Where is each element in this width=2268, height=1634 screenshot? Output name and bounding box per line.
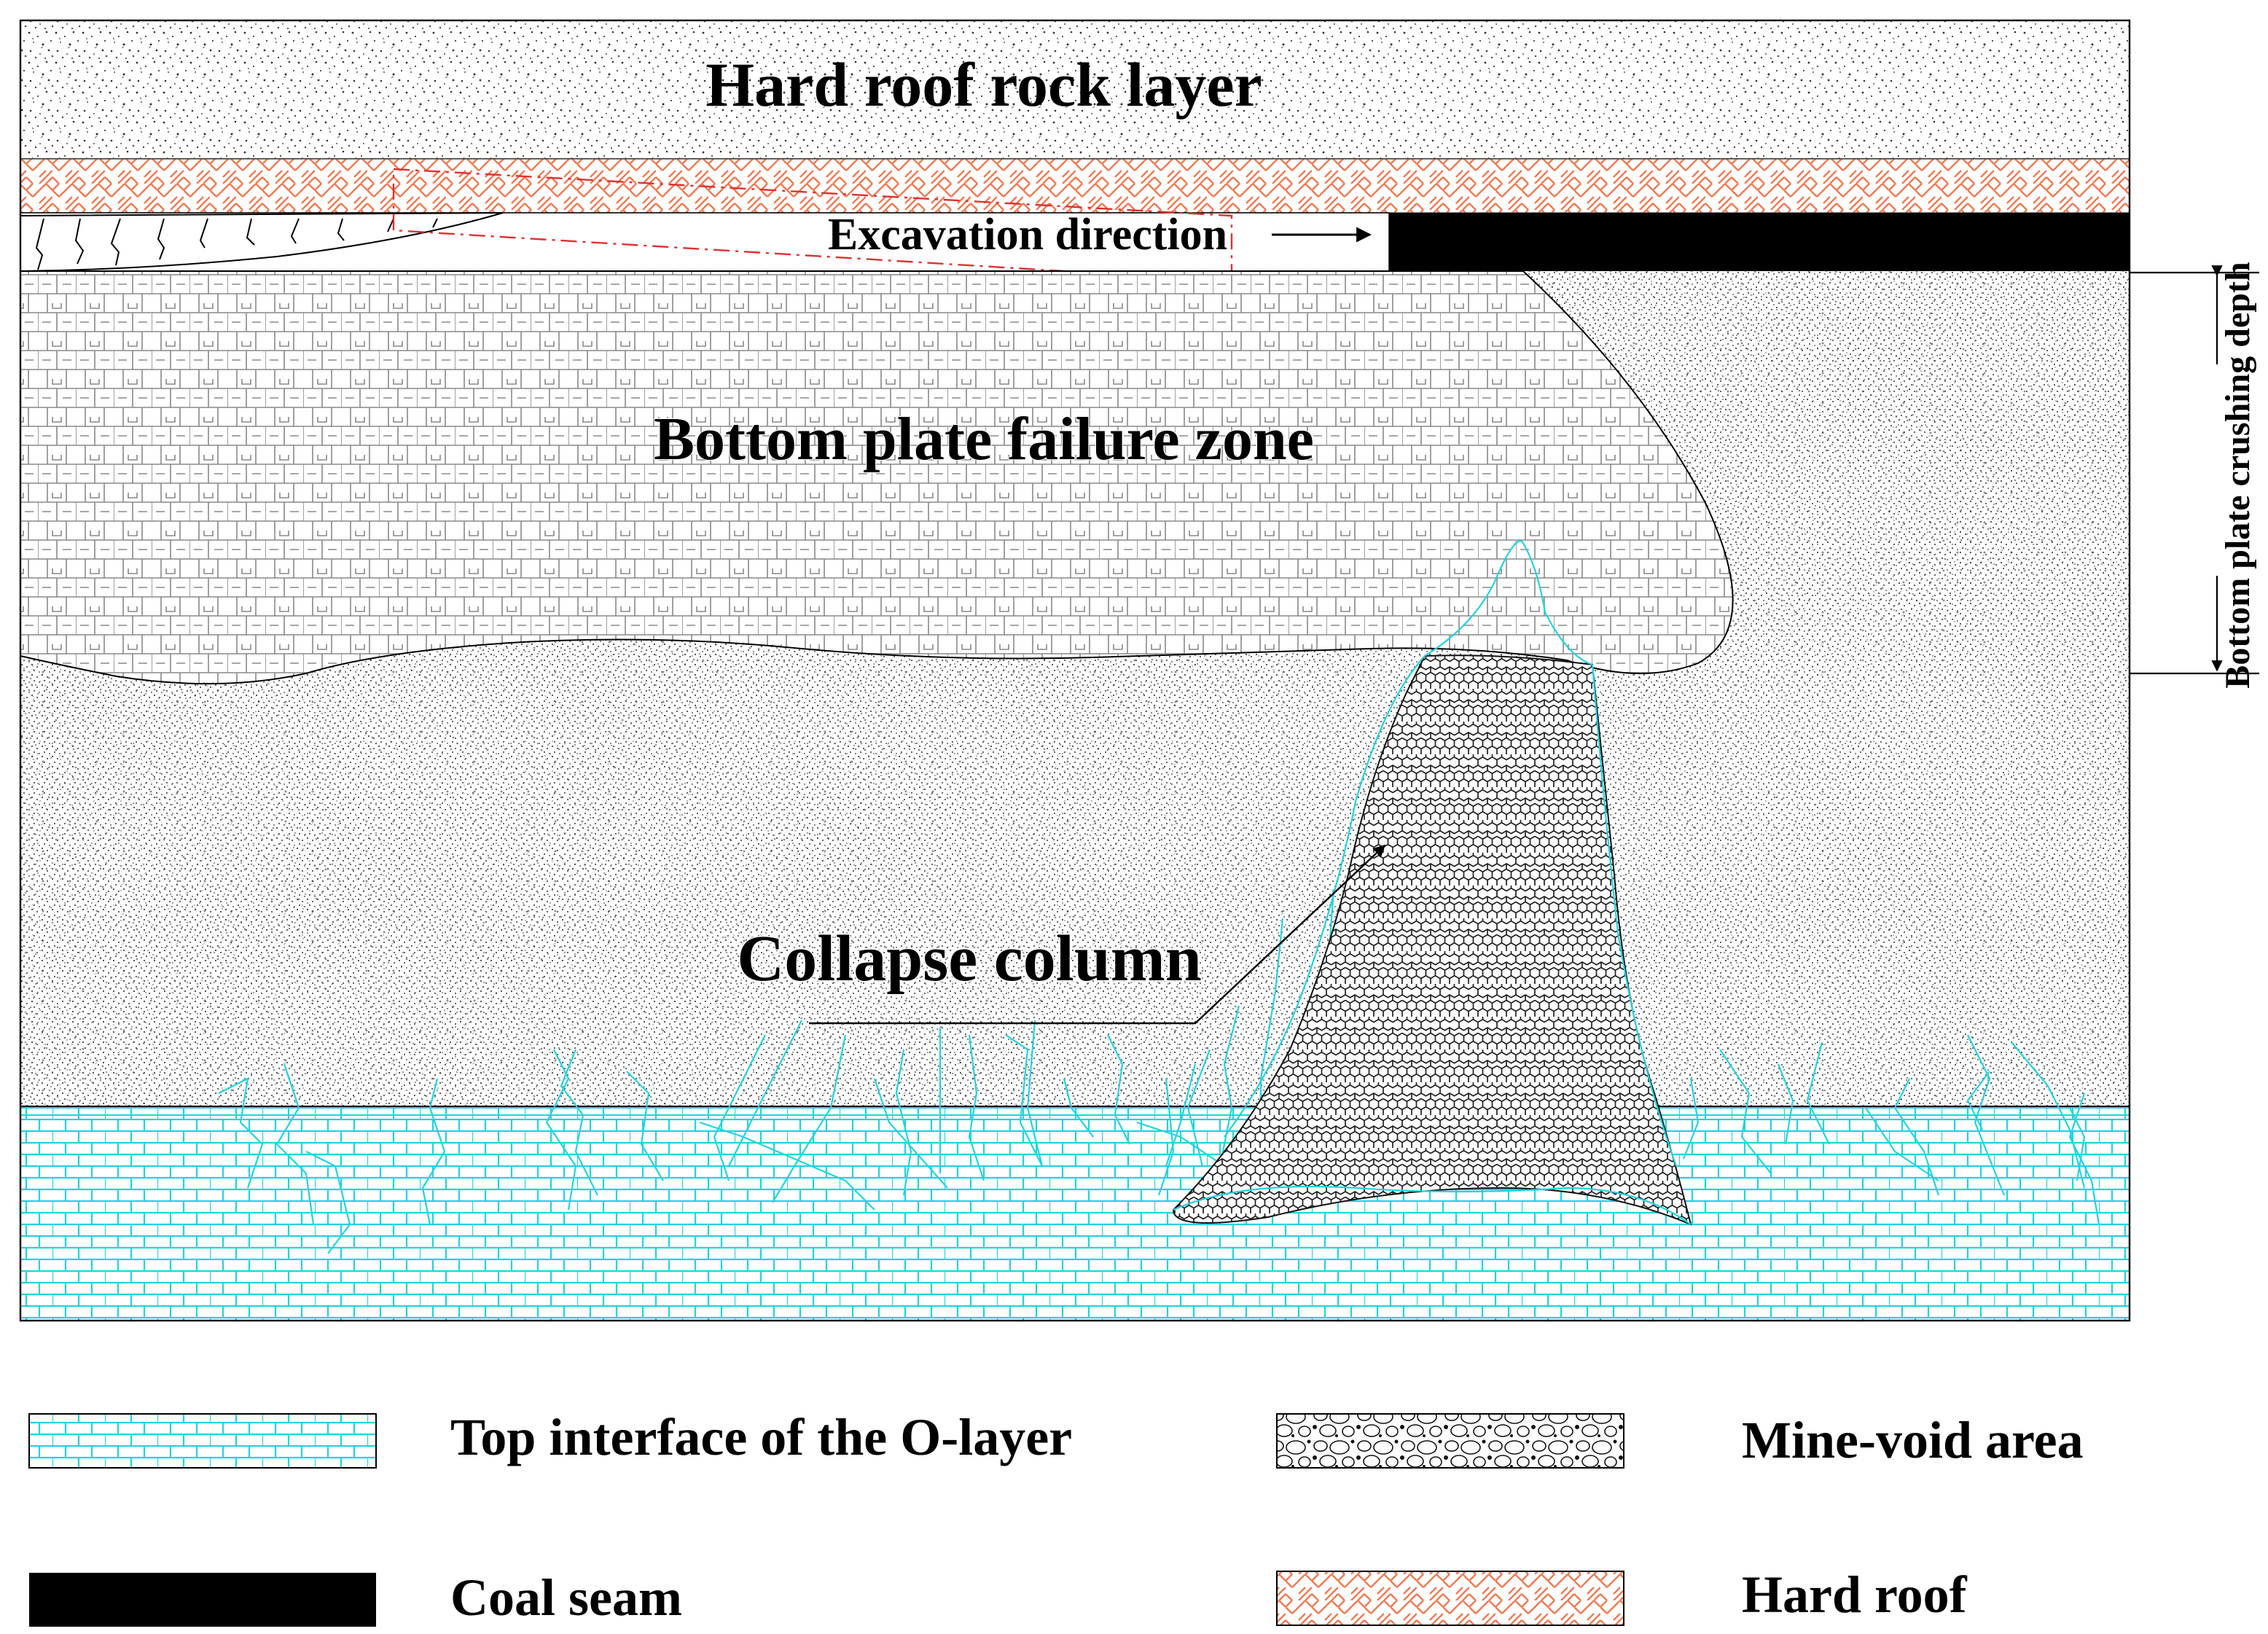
label-bottom-plate-crushing-depth: Bottom plate crushing depth	[2218, 262, 2257, 688]
crushing-depth-dimension	[2130, 265, 2259, 675]
coal-seam	[1389, 213, 2130, 271]
o-layer-limestone	[20, 1106, 2130, 1321]
legend-swatch-coal-seam	[29, 1573, 376, 1627]
legend-swatch-mine-void	[1276, 1413, 1624, 1469]
legend-label-coal-seam: Coal seam	[450, 1568, 682, 1627]
caved-roof-fragments	[20, 212, 504, 273]
hard-roof-rock-layer	[20, 20, 2130, 160]
legend-label-mine-void: Mine-void area	[1742, 1411, 2084, 1469]
legend-label-o-layer: Top interface of the O-layer	[450, 1408, 1072, 1466]
hard-roof-layer	[20, 158, 2130, 214]
label-excavation-direction: Excavation direction	[828, 210, 1227, 259]
legend-label-hard-roof: Hard roof	[1742, 1565, 1968, 1624]
legend-swatch-o-layer	[28, 1413, 377, 1469]
label-hard-roof-rock-layer: Hard roof rock layer	[705, 50, 1262, 120]
legend-swatch-hard-roof	[1276, 1571, 1624, 1626]
collapse-column-leader	[809, 844, 1386, 1025]
section-frame	[19, 19, 2131, 1322]
collapse-column-fractures	[1173, 540, 1692, 1225]
caving-cracks	[35, 218, 438, 270]
label-bottom-plate-failure-zone: Bottom plate failure zone	[654, 405, 1314, 473]
bottom-plate-failure-zone	[20, 270, 1734, 685]
goaf-boundary-dashed	[392, 168, 1233, 283]
label-collapse-column: Collapse column	[737, 923, 1202, 995]
collapse-column	[1172, 654, 1692, 1226]
legend: Top interface of the O-layer Mine-void a…	[28, 1408, 2084, 1627]
